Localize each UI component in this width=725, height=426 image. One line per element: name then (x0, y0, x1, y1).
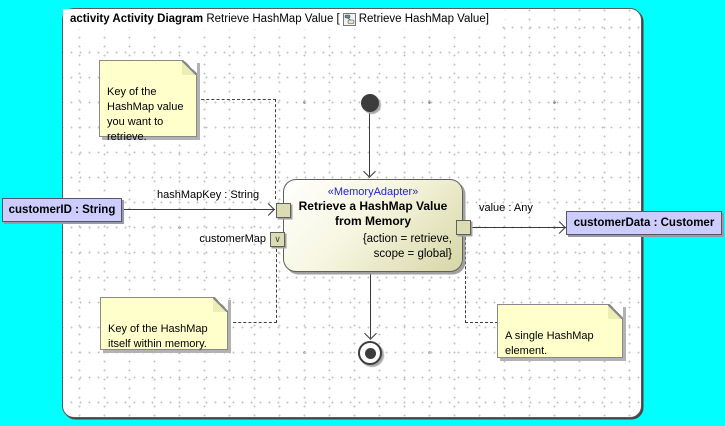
object-node-customerdata[interactable]: customerData : Customer (566, 211, 722, 235)
output-pin-value[interactable] (456, 220, 471, 235)
control-flow-action-to-final[interactable] (370, 272, 371, 338)
pin-glyph: ∨ (274, 234, 281, 244)
frame-diagram-ref: Retrieve HashMap Value (358, 13, 486, 25)
object-node-customerid[interactable]: customerID : String (2, 198, 122, 222)
note-anchor-line (196, 99, 276, 100)
action-retrieve-hashmap-value[interactable]: «MemoryAdapter» Retrieve a HashMap Value… (283, 179, 463, 272)
note-fold-corner (608, 304, 623, 319)
frame-keyword: activity Activity Diagram (70, 13, 204, 25)
pin-label-value: value : Any (479, 202, 533, 214)
control-flow-initial-to-action[interactable] (369, 112, 370, 176)
action-stereotype: «MemoryAdapter» (327, 186, 419, 198)
input-pin-customermap[interactable]: ∨ (270, 232, 285, 247)
note-fold-corner (182, 60, 197, 75)
action-tagged-values: {action = retrieve, scope = global} (362, 233, 452, 260)
object-flow-customerid-to-pin[interactable] (122, 209, 275, 210)
note-anchor-line (276, 249, 277, 323)
note-anchor-line (275, 99, 276, 199)
note-hashmap-itself[interactable]: Key of the HashMap itself within memory. (100, 297, 228, 350)
note-fold-corner (213, 297, 228, 312)
note-text: Key of the HashMap itself within memory. (108, 323, 208, 350)
note-text: A single HashMap element. (505, 330, 594, 357)
initial-node[interactable] (361, 94, 379, 112)
action-name: Retrieve a HashMap Value from Memory (298, 199, 448, 228)
note-text: Key of the HashMap value you want to ret… (107, 86, 184, 143)
pin-label-customermap: customerMap (199, 233, 266, 245)
note-single-element[interactable]: A single HashMap element. (497, 304, 623, 358)
frame-bracket-close: ] (485, 13, 489, 25)
pin-label-hashmapkey: hashMapKey : String (157, 189, 260, 201)
diagram-frame-tab[interactable]: activity Activity Diagram Retrieve HashM… (63, 9, 505, 29)
final-node-core (364, 347, 376, 359)
object-flow-value-to-customerdata[interactable] (472, 227, 566, 228)
input-pin-hashmapkey[interactable] (276, 203, 291, 218)
note-anchor-line (465, 237, 466, 323)
activity-final-node[interactable] (358, 341, 382, 365)
note-anchor-line (465, 322, 498, 323)
note-anchor-line (228, 322, 277, 323)
frame-diagram-name: Retrieve HashMap Value [ (203, 13, 340, 25)
activity-diagram-icon (343, 13, 356, 26)
note-hashmap-key-value[interactable]: Key of the HashMap value you want to ret… (99, 60, 197, 143)
